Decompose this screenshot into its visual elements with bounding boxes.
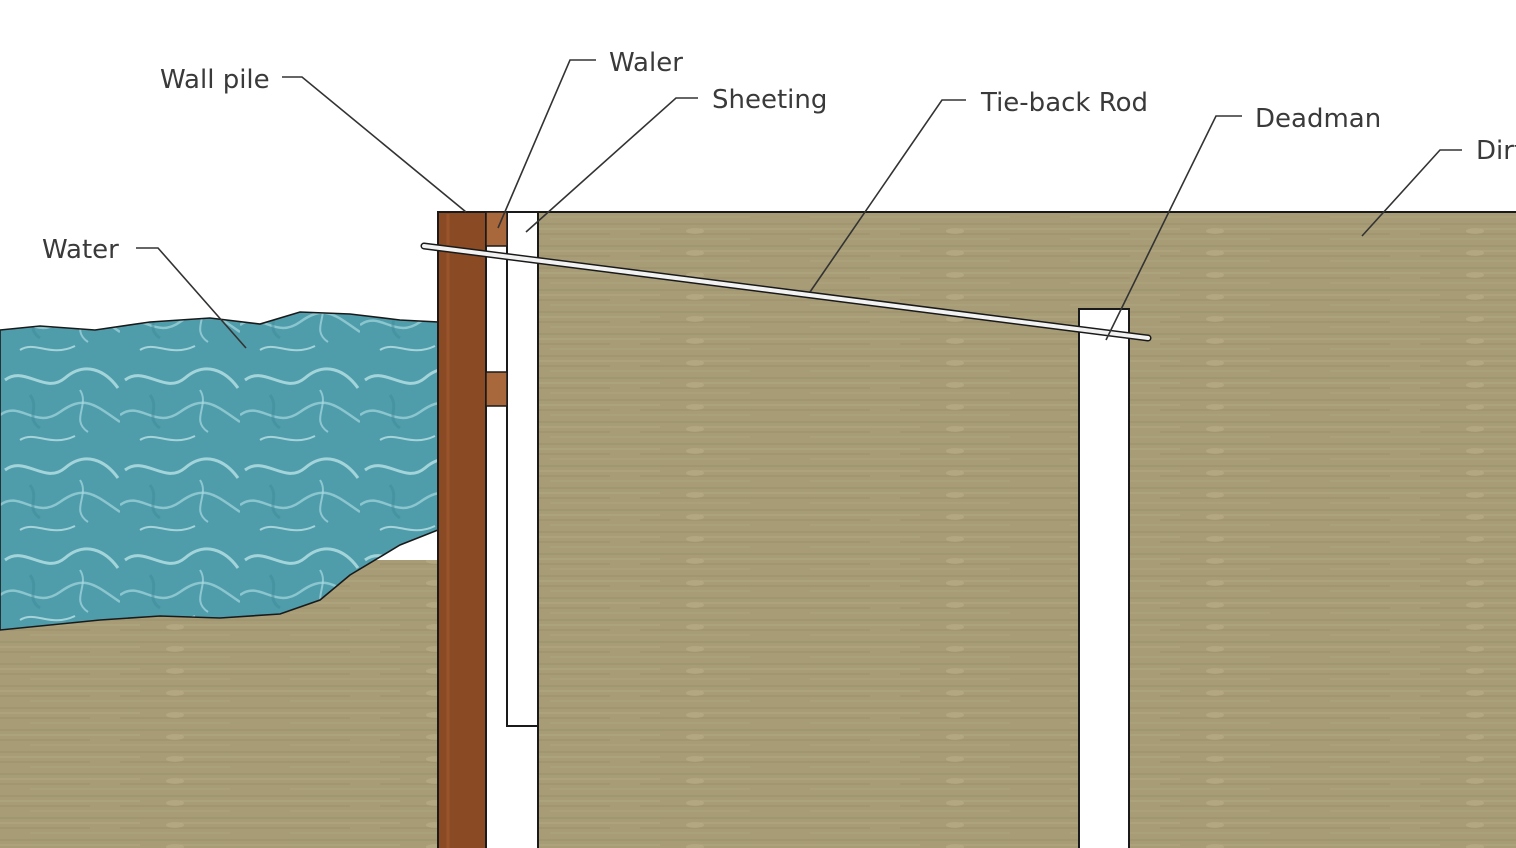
leader-dirt (1361, 149, 1462, 237)
leader-water (136, 247, 247, 349)
sheeting (506, 211, 539, 727)
leader-tie-back-rod (809, 99, 966, 293)
leader-sheeting (525, 97, 698, 233)
label-deadman: Deadman (1255, 104, 1381, 134)
dirt-backfill (537, 211, 1516, 848)
leader-deadman (1105, 115, 1242, 341)
leader-waler (497, 59, 596, 229)
label-water: Water (42, 235, 119, 265)
waler-lower (485, 371, 508, 407)
label-wall-pile: Wall pile (160, 65, 270, 95)
label-waler: Waler (609, 48, 683, 78)
label-tie-back-rod: Tie-back Rod (980, 88, 1148, 118)
leader-lines (136, 59, 1462, 349)
waler-upper (485, 211, 508, 247)
label-dirt: Dirt (1476, 136, 1516, 166)
label-sheeting: Sheeting (712, 85, 827, 115)
wall-pile (437, 211, 487, 848)
leader-wall-pile (282, 76, 467, 213)
deadman (1078, 308, 1130, 848)
